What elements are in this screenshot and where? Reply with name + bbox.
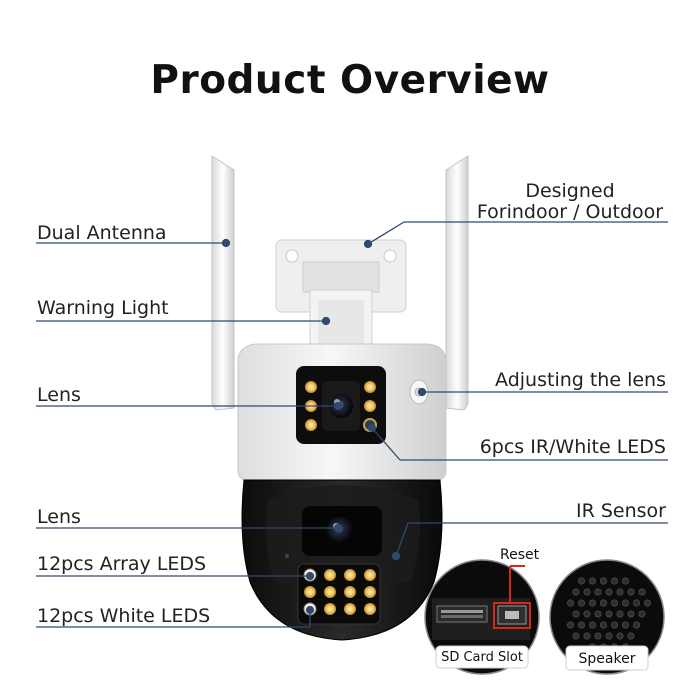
speaker-hole	[566, 621, 574, 629]
speaker-hole	[605, 610, 613, 618]
speaker-hole	[577, 599, 585, 607]
speaker-hole	[583, 610, 591, 618]
speaker-inset	[549, 559, 665, 675]
speaker-hole	[638, 610, 646, 618]
label-designed-line2: Forindoor / Outdoor	[476, 201, 664, 223]
label-speaker: Speaker	[578, 651, 636, 667]
speaker-hole	[583, 632, 591, 640]
label-lens-top: Lens	[37, 384, 81, 406]
speaker-hole	[594, 632, 602, 640]
speaker-hole	[621, 599, 629, 607]
speaker-hole	[643, 599, 651, 607]
speaker-hole	[605, 632, 613, 640]
speaker-hole	[610, 621, 618, 629]
speaker-hole	[566, 599, 574, 607]
speaker-hole	[594, 610, 602, 618]
speaker-hole	[616, 610, 624, 618]
speaker-hole	[588, 599, 596, 607]
page-title: Product Overview	[150, 58, 550, 103]
label-lens-bottom: Lens	[37, 506, 81, 528]
speaker-hole	[638, 588, 646, 596]
mounting-bracket	[275, 239, 407, 347]
label-array-leds: 12pcs Array LEDS	[37, 553, 207, 575]
speaker-hole	[627, 588, 635, 596]
speaker-hole	[599, 621, 607, 629]
antenna-right	[445, 155, 469, 411]
speaker-hole	[583, 588, 591, 596]
speaker-hole	[610, 599, 618, 607]
callout-lines-left	[36, 238, 343, 628]
sd-card-inset	[424, 559, 540, 675]
speaker-hole	[627, 632, 635, 640]
speaker-hole	[577, 577, 585, 585]
label-ir-sensor: IR Sensor	[576, 500, 666, 522]
speaker-hole	[594, 588, 602, 596]
speaker-hole	[632, 599, 640, 607]
label-ir-white-leds: 6pcs IR/White LEDS	[479, 436, 666, 458]
antenna-left	[211, 155, 235, 411]
speaker-hole	[632, 621, 640, 629]
speaker-hole	[627, 610, 635, 618]
speaker-hole	[572, 632, 580, 640]
lower-dome	[241, 479, 443, 641]
speaker-hole	[605, 588, 613, 596]
speaker-hole	[588, 621, 596, 629]
label-warning-light: Warning Light	[37, 297, 169, 319]
speaker-hole	[599, 599, 607, 607]
label-reset: Reset	[500, 547, 540, 563]
label-white-leds: 12pcs White LEDS	[37, 605, 211, 627]
label-dual-antenna: Dual Antenna	[37, 222, 167, 244]
speaker-hole	[599, 577, 607, 585]
speaker-hole	[616, 632, 624, 640]
speaker-hole	[621, 577, 629, 585]
speaker-hole	[577, 621, 585, 629]
speaker-hole	[588, 577, 596, 585]
label-designed-line1: Designed	[525, 180, 615, 202]
speaker-hole	[621, 621, 629, 629]
speaker-hole	[610, 577, 618, 585]
speaker-hole	[572, 610, 580, 618]
speaker-hole	[616, 588, 624, 596]
callout-lines-right	[363, 221, 668, 561]
label-sd-card-slot: SD Card Slot	[441, 650, 523, 665]
label-adjusting-lens: Adjusting the lens	[495, 369, 666, 391]
speaker-hole	[572, 588, 580, 596]
